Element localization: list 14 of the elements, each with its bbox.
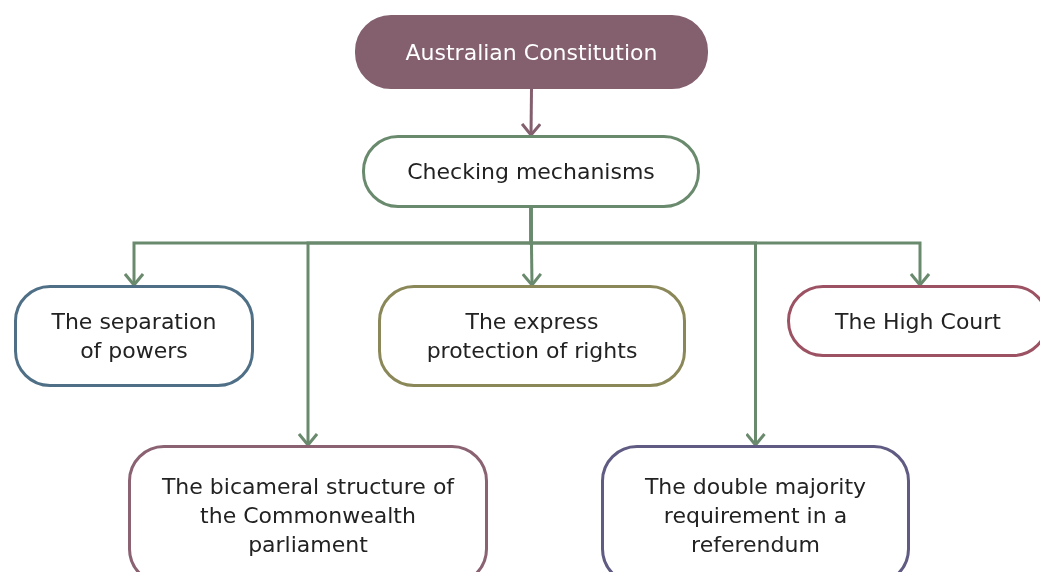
box-label: The double majority requirement in a referendum — [643, 472, 868, 559]
rounded-box — [128, 445, 488, 572]
box-label: The express protection of rights — [425, 308, 639, 365]
arrow — [529, 208, 931, 287]
rounded-box — [601, 445, 910, 572]
box-label: The bicameral structure of the Commonwealth parliament — [161, 472, 455, 559]
arrow — [520, 89, 542, 137]
rounded-box — [378, 285, 686, 387]
box-label: Checking mechanisms — [407, 158, 655, 186]
box-label: Australian Constitution — [405, 38, 658, 67]
box-label: The High Court — [835, 307, 1001, 336]
rounded-box — [787, 285, 1040, 357]
rounded-box — [14, 285, 254, 387]
box-label: The separation of powers — [50, 308, 218, 365]
